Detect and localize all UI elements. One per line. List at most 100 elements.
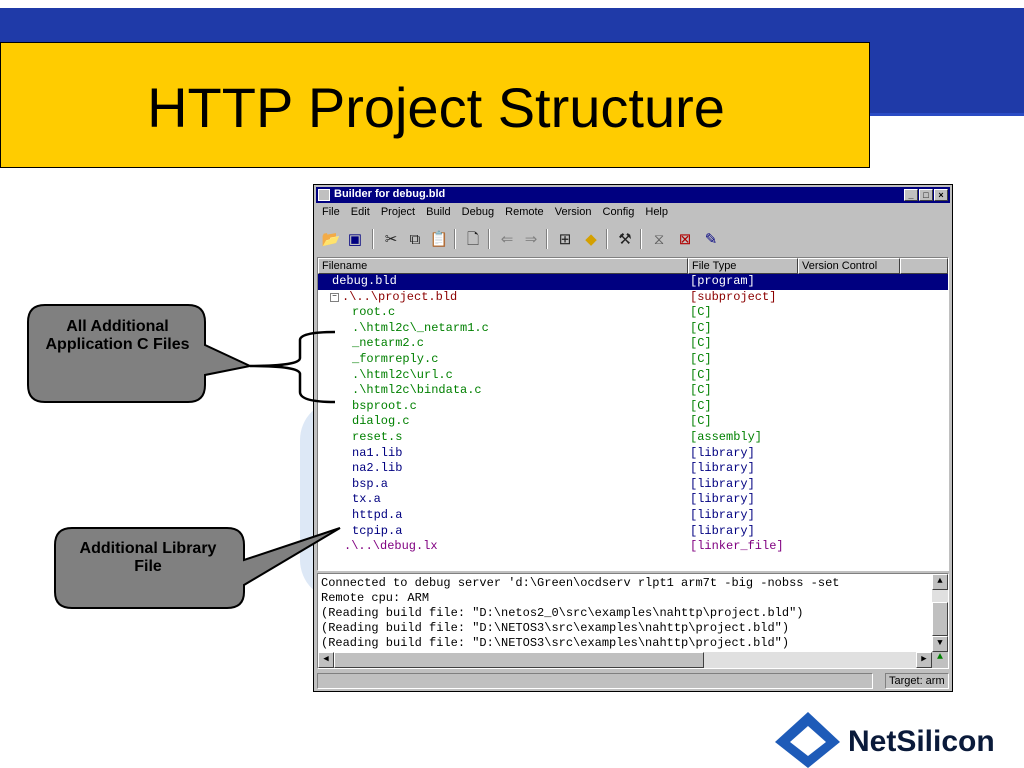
file-name: debug.bld <box>332 274 397 288</box>
file-row[interactable]: httpd.a[library] <box>318 508 948 524</box>
tools-icon[interactable]: ⚒ <box>618 231 632 248</box>
builder-window: Builder for debug.bld _ □ × File Edit Pr… <box>313 184 953 692</box>
column-header-blank <box>900 258 948 274</box>
toolbar-separator <box>640 229 642 249</box>
menu-file[interactable]: File <box>322 206 340 218</box>
file-name: tx.a <box>352 492 381 507</box>
file-name: na1.lib <box>352 445 403 460</box>
file-row[interactable]: tcpip.a [library] <box>318 524 948 540</box>
output-line: (Reading build file: "D:\NETOS3\src\exam… <box>321 636 790 650</box>
file-row[interactable]: bsproot.c[C] <box>318 399 948 415</box>
file-type: [C] <box>690 336 712 351</box>
toolbar: 📂 ▣ ✂ ⧉ 📋 🗋 ⇐ ⇒ ⊞ ◆ ⚒ ⧖ ⊠ ✎ <box>318 225 948 253</box>
copy-icon[interactable]: ⧉ <box>409 231 421 248</box>
file-row[interactable]: na2.lib[library] <box>318 461 948 477</box>
column-header-version-control[interactable]: Version Control <box>798 258 900 274</box>
file-row[interactable]: −.\..\project.bld[subproject] <box>318 290 948 306</box>
file-row[interactable]: .\html2c\_netarm1.c[C] <box>318 321 948 337</box>
close-icon[interactable]: × <box>934 189 948 201</box>
menu-version[interactable]: Version <box>554 206 592 218</box>
file-type: [library] <box>690 461 755 476</box>
file-row[interactable]: debug.bld [program] <box>318 274 948 290</box>
file-type: [C] <box>690 383 712 398</box>
status-target: Target: arm <box>885 673 949 689</box>
file-type: [C] <box>690 320 712 335</box>
menu-debug[interactable]: Debug <box>461 206 495 218</box>
file-row[interactable]: .\html2c\url.c [C] <box>318 368 948 384</box>
app-files-bracket <box>249 330 336 404</box>
file-row[interactable]: root.c [C] <box>318 305 948 321</box>
netsilicon-logo-text: NetSilicon <box>848 725 995 758</box>
scroll-down-icon[interactable]: ▼ <box>932 636 948 652</box>
cut-icon[interactable]: ✂ <box>384 231 398 248</box>
file-name: tcpip.a <box>352 523 403 538</box>
network-icon[interactable]: ⧖ <box>653 231 665 248</box>
file-type: [library] <box>690 476 755 491</box>
edit-icon[interactable]: ✎ <box>704 231 718 248</box>
minimize-icon[interactable]: _ <box>904 189 918 201</box>
menu-config[interactable]: Config <box>602 206 635 218</box>
save-icon[interactable]: ▣ <box>347 231 363 248</box>
file-type: [library] <box>690 492 755 507</box>
vertical-scroll-thumb[interactable] <box>932 602 948 636</box>
file-type: [C] <box>690 305 712 320</box>
scroll-up-icon[interactable]: ▲ <box>932 574 948 590</box>
status-message <box>317 673 873 689</box>
menu-build[interactable]: Build <box>426 206 451 218</box>
file-list[interactable]: Filename File Type Version Control debug… <box>317 257 949 571</box>
toolbar-separator <box>546 229 548 249</box>
paste-icon[interactable]: 📋 <box>429 231 449 248</box>
stop-icon[interactable]: ⊠ <box>678 231 692 248</box>
new-file-icon[interactable]: 🗋 <box>466 231 480 248</box>
file-row[interactable]: _netarm2.c [C] <box>318 336 948 352</box>
build-icon[interactable]: ⊞ <box>558 231 572 248</box>
file-type: [program] <box>690 274 755 288</box>
forward-arrow-icon[interactable]: ⇒ <box>524 231 538 248</box>
horizontal-scroll-thumb[interactable] <box>334 652 704 668</box>
open-folder-icon[interactable]: 📂 <box>321 231 341 248</box>
slide-title: HTTP Project Structure <box>147 76 725 139</box>
file-row[interactable]: tx.a [library] <box>318 492 948 508</box>
file-row[interactable]: bsp.a[library] <box>318 477 948 493</box>
file-type: [C] <box>690 367 712 382</box>
file-type: [assembly] <box>690 430 763 444</box>
file-type: [subproject] <box>690 289 777 304</box>
file-row[interactable]: dialog.c[C] <box>318 414 948 430</box>
toolbar-separator <box>606 229 608 249</box>
menu-remote[interactable]: Remote <box>505 206 544 218</box>
column-header-file-type[interactable]: File Type <box>688 258 798 274</box>
file-type: [library] <box>690 523 755 538</box>
menu-help[interactable]: Help <box>645 206 668 218</box>
tree-collapse-icon[interactable]: − <box>330 292 339 302</box>
horizontal-scrollbar[interactable]: ◀ ▶ <box>318 652 932 668</box>
file-type: [linker_file] <box>690 539 784 554</box>
file-row[interactable]: na1.lib[library] <box>318 446 948 462</box>
title-box: HTTP Project Structure <box>0 42 870 168</box>
file-row[interactable]: .\html2c\bindata.c [C] <box>318 383 948 399</box>
activity-indicator-icon: ▲ <box>932 652 948 668</box>
scroll-right-icon[interactable]: ▶ <box>916 652 932 668</box>
file-name: .\html2c\bindata.c <box>352 383 482 398</box>
file-name: .\html2c\url.c <box>352 367 453 382</box>
window-titlebar[interactable]: Builder for debug.bld _ □ × <box>316 187 950 203</box>
vertical-scrollbar[interactable]: ▲ ▼ <box>932 574 948 652</box>
toolbar-separator <box>372 229 374 249</box>
menu-project[interactable]: Project <box>380 206 416 218</box>
builder-app-icon <box>318 189 330 201</box>
file-name: _netarm2.c <box>352 336 425 351</box>
column-header-filename[interactable]: Filename <box>318 258 688 274</box>
back-arrow-icon[interactable]: ⇐ <box>500 231 514 248</box>
run-icon[interactable]: ◆ <box>585 231 597 248</box>
file-row[interactable]: _formreply.c[C] <box>318 352 948 368</box>
output-line: (Reading build file: "D:\NETOS3\src\exam… <box>321 621 790 635</box>
output-pane[interactable]: Connected to debug server 'd:\Green\ocds… <box>317 573 949 669</box>
file-row[interactable]: reset.s[assembly] <box>318 430 948 446</box>
maximize-icon[interactable]: □ <box>919 189 933 201</box>
menu-edit[interactable]: Edit <box>350 206 370 218</box>
file-name: root.c <box>352 305 396 320</box>
file-row[interactable]: .\..\debug.lx[linker_file] <box>318 539 948 555</box>
output-line: Remote cpu: ARM <box>321 591 430 605</box>
callout-app-files-shape <box>27 304 254 403</box>
file-name: httpd.a <box>352 508 403 522</box>
scroll-left-icon[interactable]: ◀ <box>318 652 334 668</box>
